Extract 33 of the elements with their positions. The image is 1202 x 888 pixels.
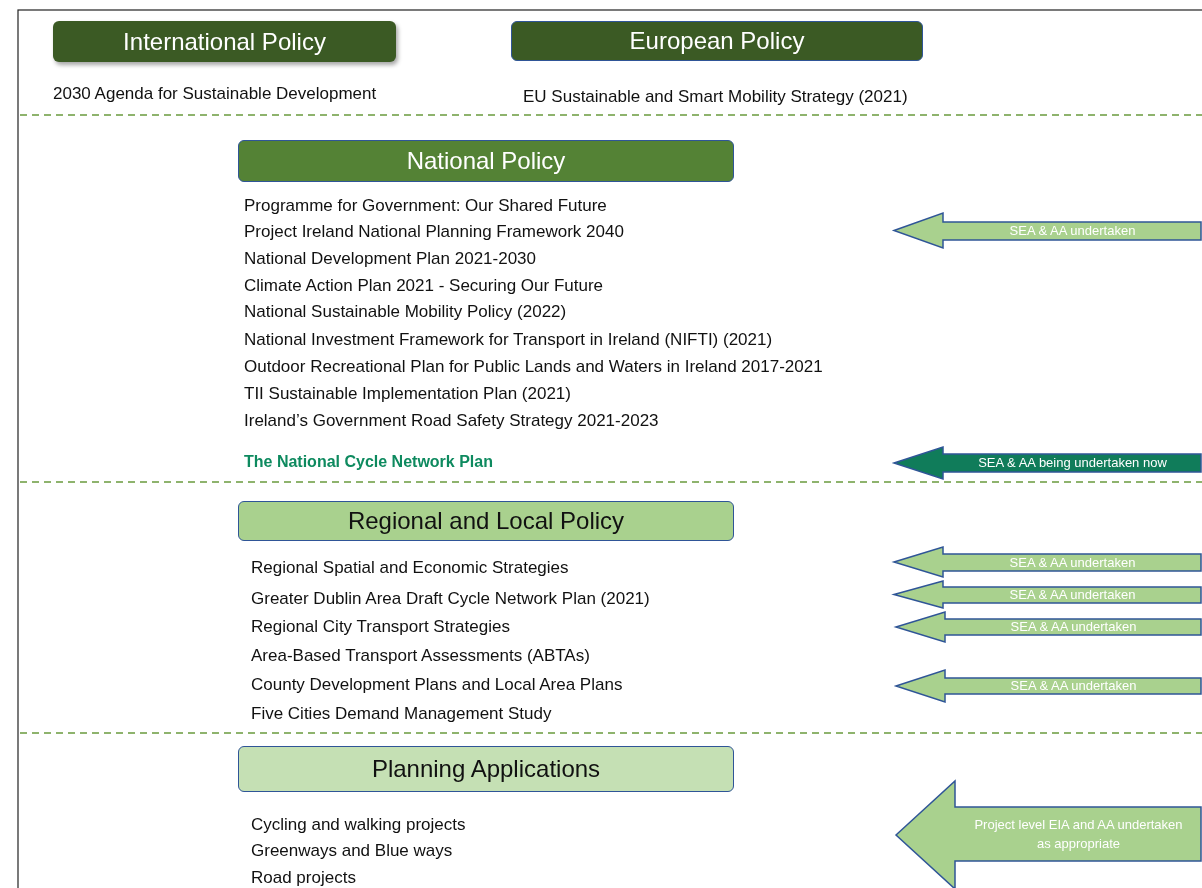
pointer-banner: SEA & AA undertaken (893, 580, 1202, 609)
policy-item: Programme for Government: Our Shared Future (244, 196, 607, 216)
pointer-banner: SEA & AA being undertaken now (893, 446, 1202, 480)
policy-item: Regional Spatial and Economic Strategies (251, 558, 569, 578)
policy-item: 2030 Agenda for Sustainable Development (53, 84, 377, 104)
policy-item: County Development Plans and Local Area Plans (251, 675, 623, 695)
section-header: Regional and Local Policy (238, 501, 734, 541)
pointer-banner: Project level EIA and AA undertaken as appropriate (895, 780, 1202, 888)
policy-item: Five Cities Demand Management Study (251, 704, 552, 724)
policy-item: Greenways and Blue ways (251, 841, 453, 861)
policy-item: Climate Action Plan 2021 - Securing Our Future (244, 276, 604, 296)
policy-item: Cycling and walking projects (251, 815, 466, 835)
section-header: International Policy (53, 21, 396, 62)
pointer-banner: SEA & AA undertaken (895, 669, 1202, 703)
pointer-banner: SEA & AA undertaken (893, 546, 1202, 578)
policy-item: Outdoor Recreational Plan for Public Lands and Waters in Ireland 2017-2021 (244, 357, 823, 377)
policy-item: Greater Dublin Area Draft Cycle Network Plan (2021) (251, 589, 650, 609)
section-header: Planning Applications (238, 746, 734, 792)
section-header: European Policy (511, 21, 923, 61)
policy-item: Ireland’s Government Road Safety Strategy 2021-2023 (244, 411, 659, 431)
policy-item: Road projects (251, 868, 356, 888)
pointer-banner: SEA & AA undertaken (895, 611, 1202, 643)
policy-item: EU Sustainable and Smart Mobility Strategy (2021) (523, 87, 908, 107)
policy-item: National Development Plan 2021-2030 (244, 249, 537, 269)
policy-item: National Sustainable Mobility Policy (2022) (244, 302, 567, 322)
policy-item: National Investment Framework for Transport in Ireland (NIFTI) (2021) (244, 330, 773, 350)
highlighted-plan-text: The National Cycle Network Plan (244, 452, 493, 472)
policy-item: TII Sustainable Implementation Plan (2021) (244, 384, 571, 404)
policy-item: Project Ireland National Planning Framework 2040 (244, 222, 624, 242)
policy-item: Area-Based Transport Assessments (ABTAs) (251, 646, 590, 666)
pointer-banner: SEA & AA undertaken (893, 212, 1202, 249)
section-header: National Policy (238, 140, 734, 182)
policy-item: Regional City Transport Strategies (251, 617, 510, 637)
